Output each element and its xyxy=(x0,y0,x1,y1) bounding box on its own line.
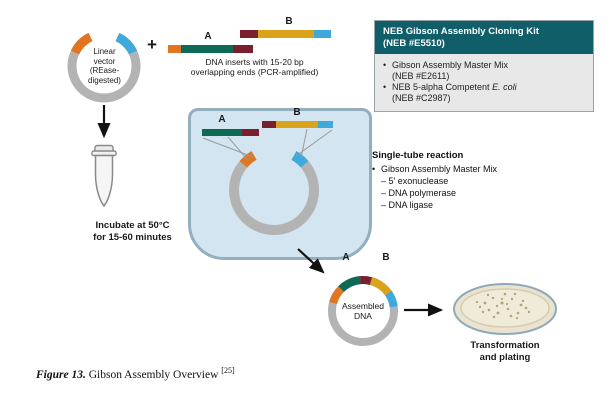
kit-item-2: • NEB 5-alpha Competent E. coli xyxy=(383,82,585,93)
single-tube-subitem: – 5′ exonuclease xyxy=(381,176,449,186)
figure-caption-ref: [25] xyxy=(221,366,235,375)
kit-item-1-text: Gibson Assembly Master Mix xyxy=(392,60,509,70)
kit-box-title-line: (NEB #E5510) xyxy=(383,37,445,49)
vessel-b-darkred-segment xyxy=(262,121,276,128)
insert-a-bar xyxy=(168,45,253,53)
figure-caption-text: Gibson Assembly Overview xyxy=(85,368,222,381)
open-vector-blue-tip xyxy=(291,151,309,168)
vector-label-line: digested) xyxy=(88,75,121,85)
inserts-caption-line: DNA inserts with 15-20 bp xyxy=(205,57,304,67)
assembled-blue-segment xyxy=(385,290,398,308)
open-vector-backbone xyxy=(229,151,319,236)
transformation-line: and plating xyxy=(479,351,531,363)
vessel-a-green-segment xyxy=(202,129,242,136)
single-tube-item: • Gibson Assembly Master Mix xyxy=(372,163,532,175)
plus-sign: + xyxy=(147,35,157,54)
vessel-insert-a-label: A xyxy=(218,114,226,125)
assembled-label-line: Assembled xyxy=(341,301,385,311)
tube-body xyxy=(94,154,114,208)
assembled-darkred-segment xyxy=(359,276,373,285)
vessel-a-darkred-segment xyxy=(242,129,259,136)
kit-item-2-text: NEB 5-alpha Competent E. coli xyxy=(392,82,517,93)
tube-icon xyxy=(91,144,117,208)
kit-item-1: • Gibson Assembly Master Mix xyxy=(383,60,585,71)
insert-b-label: B xyxy=(285,16,293,27)
assembled-plasmid-ring xyxy=(328,276,398,346)
incubate-line: Incubate at 50°C xyxy=(95,220,170,231)
incubate-label: Incubate at 50°C for 15-60 minutes xyxy=(60,220,205,243)
assembled-dna-label: Assembled DNA xyxy=(318,301,408,321)
kit-item-1-catalog: (NEB #E2611) xyxy=(392,71,450,81)
kit-item-2-species: E. coli xyxy=(492,82,517,92)
vessel-b-gold-segment xyxy=(276,121,318,128)
vector-label-line: Linear xyxy=(93,47,116,56)
petri-dish xyxy=(452,282,558,336)
kit-item-2-prefix: NEB 5-alpha Competent xyxy=(392,82,493,92)
open-vector-orange-tip xyxy=(239,151,257,168)
single-tube-reaction-block: Single-tube reaction • Gibson Assembly M… xyxy=(372,150,532,211)
single-tube-title: Single-tube reaction xyxy=(372,150,464,161)
bullet-icon: • xyxy=(372,164,376,174)
kit-item-2-catalog: (NEB #C2987) xyxy=(392,93,451,103)
kit-box-header: NEB Gibson Assembly Cloning Kit (NEB #E5… xyxy=(375,21,593,54)
assembled-green-segment xyxy=(338,276,361,293)
assembled-a-label: A xyxy=(342,252,350,263)
assembled-gold-segment xyxy=(369,277,392,296)
vessel-insert-a-bar xyxy=(202,129,259,136)
insert-b-darkred-segment xyxy=(240,30,258,38)
transformation-line: Transformation xyxy=(470,340,540,351)
microcentrifuge-tube-icon xyxy=(86,144,122,212)
kit-box-body: • Gibson Assembly Master Mix (NEB #E2611… xyxy=(375,54,593,111)
insert-a-orange-segment xyxy=(168,45,181,53)
bullet-icon: • xyxy=(383,60,387,70)
vector-label-line: vector xyxy=(93,56,116,66)
inserts-caption-line: overlapping ends (PCR-amplified) xyxy=(190,67,319,77)
linear-vector-label: Linear vector (REase- digested) xyxy=(70,47,139,85)
insert-a-darkred-segment xyxy=(233,45,253,53)
colonies xyxy=(475,292,531,320)
single-tube-subitem: – DNA polymerase xyxy=(381,188,457,198)
insert-b-blue-segment xyxy=(314,30,331,38)
assembled-b-label: B xyxy=(382,252,390,263)
vector-blue-end xyxy=(115,32,138,55)
vector-orange-end xyxy=(70,32,93,55)
single-tube-subitem: – DNA ligase xyxy=(381,200,434,210)
insert-b-gold-segment xyxy=(258,30,314,38)
open-vector-arc xyxy=(212,138,337,248)
open-vector-svg xyxy=(229,151,319,236)
inserts-caption: DNA inserts with 15-20 bp overlapping en… xyxy=(152,57,357,77)
transformation-label: Transformation and plating xyxy=(446,340,564,363)
insert-b-bar xyxy=(240,30,331,38)
bullet-icon: • xyxy=(383,82,387,92)
vessel-insert-b-bar xyxy=(262,121,333,128)
assembled-label-line: DNA xyxy=(354,311,372,321)
assembled-orange-segment xyxy=(329,286,345,305)
single-tube-item-text: Gibson Assembly Master Mix xyxy=(381,164,498,174)
vector-label-line: (REase- xyxy=(89,66,120,75)
figure-caption: Figure 13. Gibson Assembly Overview [25] xyxy=(36,366,235,381)
insert-a-green-segment xyxy=(181,45,233,53)
kit-info-box: NEB Gibson Assembly Cloning Kit (NEB #E5… xyxy=(374,20,594,112)
vector-backbone-arc xyxy=(67,32,141,103)
linear-vector-plasmid: Linear vector (REase- digested) xyxy=(62,20,147,105)
kit-box-title-line: NEB Gibson Assembly Cloning Kit xyxy=(383,26,539,37)
petri-dish-icon xyxy=(453,283,557,335)
linear-vector-ring xyxy=(67,32,141,103)
assembled-plasmid: A B Assembled DNA xyxy=(318,252,408,356)
vessel-b-blue-segment xyxy=(318,121,333,128)
insert-a-label: A xyxy=(204,31,212,42)
vessel-insert-b-label: B xyxy=(293,107,301,118)
incubate-line: for 15-60 minutes xyxy=(93,231,172,243)
figure-caption-label: Figure 13. xyxy=(36,368,86,381)
petri-dish-agar xyxy=(460,288,550,328)
